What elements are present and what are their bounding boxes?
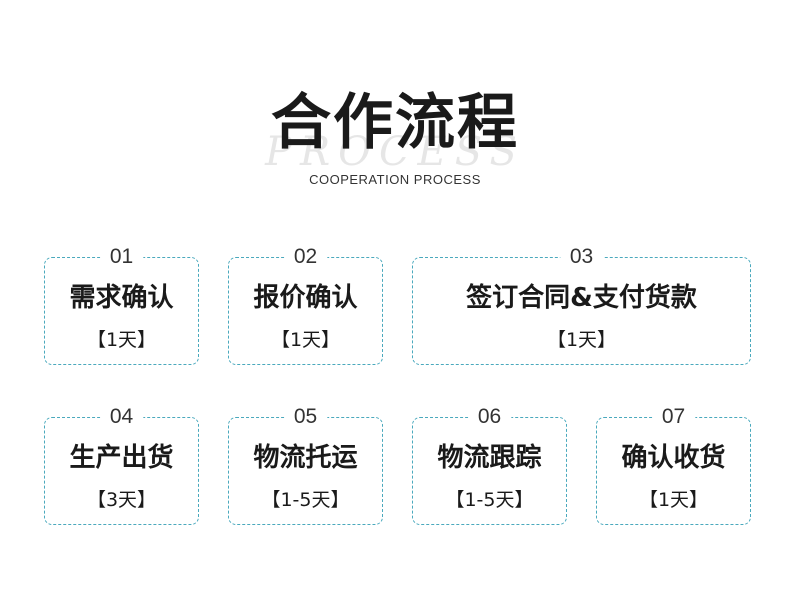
step-number: 03	[559, 244, 604, 270]
step-duration: 【1天】	[546, 329, 617, 351]
step-card-03: 03 签订合同&支付货款 【1天】	[412, 244, 751, 365]
step-number: 01	[99, 244, 144, 270]
step-card-06: 06 物流跟踪 【1-5天】	[412, 404, 567, 525]
step-card-01: 01 需求确认 【1天】	[44, 244, 199, 365]
step-duration: 【1-5天】	[261, 489, 350, 511]
step-number: 07	[651, 404, 696, 430]
step-number: 04	[99, 404, 144, 430]
step-label: 确认收货	[621, 443, 726, 473]
step-number: 02	[283, 244, 328, 270]
step-card-05: 05 物流托运 【1-5天】	[228, 404, 383, 525]
step-duration: 【1天】	[270, 329, 341, 351]
page-subtitle: COOPERATION PROCESS	[309, 172, 481, 187]
step-duration: 【1-5天】	[445, 489, 534, 511]
step-label: 生产出货	[69, 443, 174, 473]
step-label: 签订合同&支付货款	[466, 283, 697, 313]
step-label: 需求确认	[69, 283, 174, 313]
step-card-07: 07 确认收货 【1天】	[596, 404, 751, 525]
watermark-text: PROCESS	[265, 129, 525, 175]
step-duration: 【1天】	[638, 489, 709, 511]
step-label: 物流托运	[253, 443, 358, 473]
page-title: 合作流程	[271, 88, 519, 158]
step-card-04: 04 生产出货 【3天】	[44, 404, 199, 525]
step-label: 物流跟踪	[437, 443, 542, 473]
step-label: 报价确认	[253, 283, 358, 313]
step-card-02: 02 报价确认 【1天】	[228, 244, 383, 365]
step-number: 05	[283, 404, 328, 430]
step-duration: 【3天】	[86, 489, 157, 511]
step-duration: 【1天】	[86, 329, 157, 351]
step-number: 06	[467, 404, 512, 430]
